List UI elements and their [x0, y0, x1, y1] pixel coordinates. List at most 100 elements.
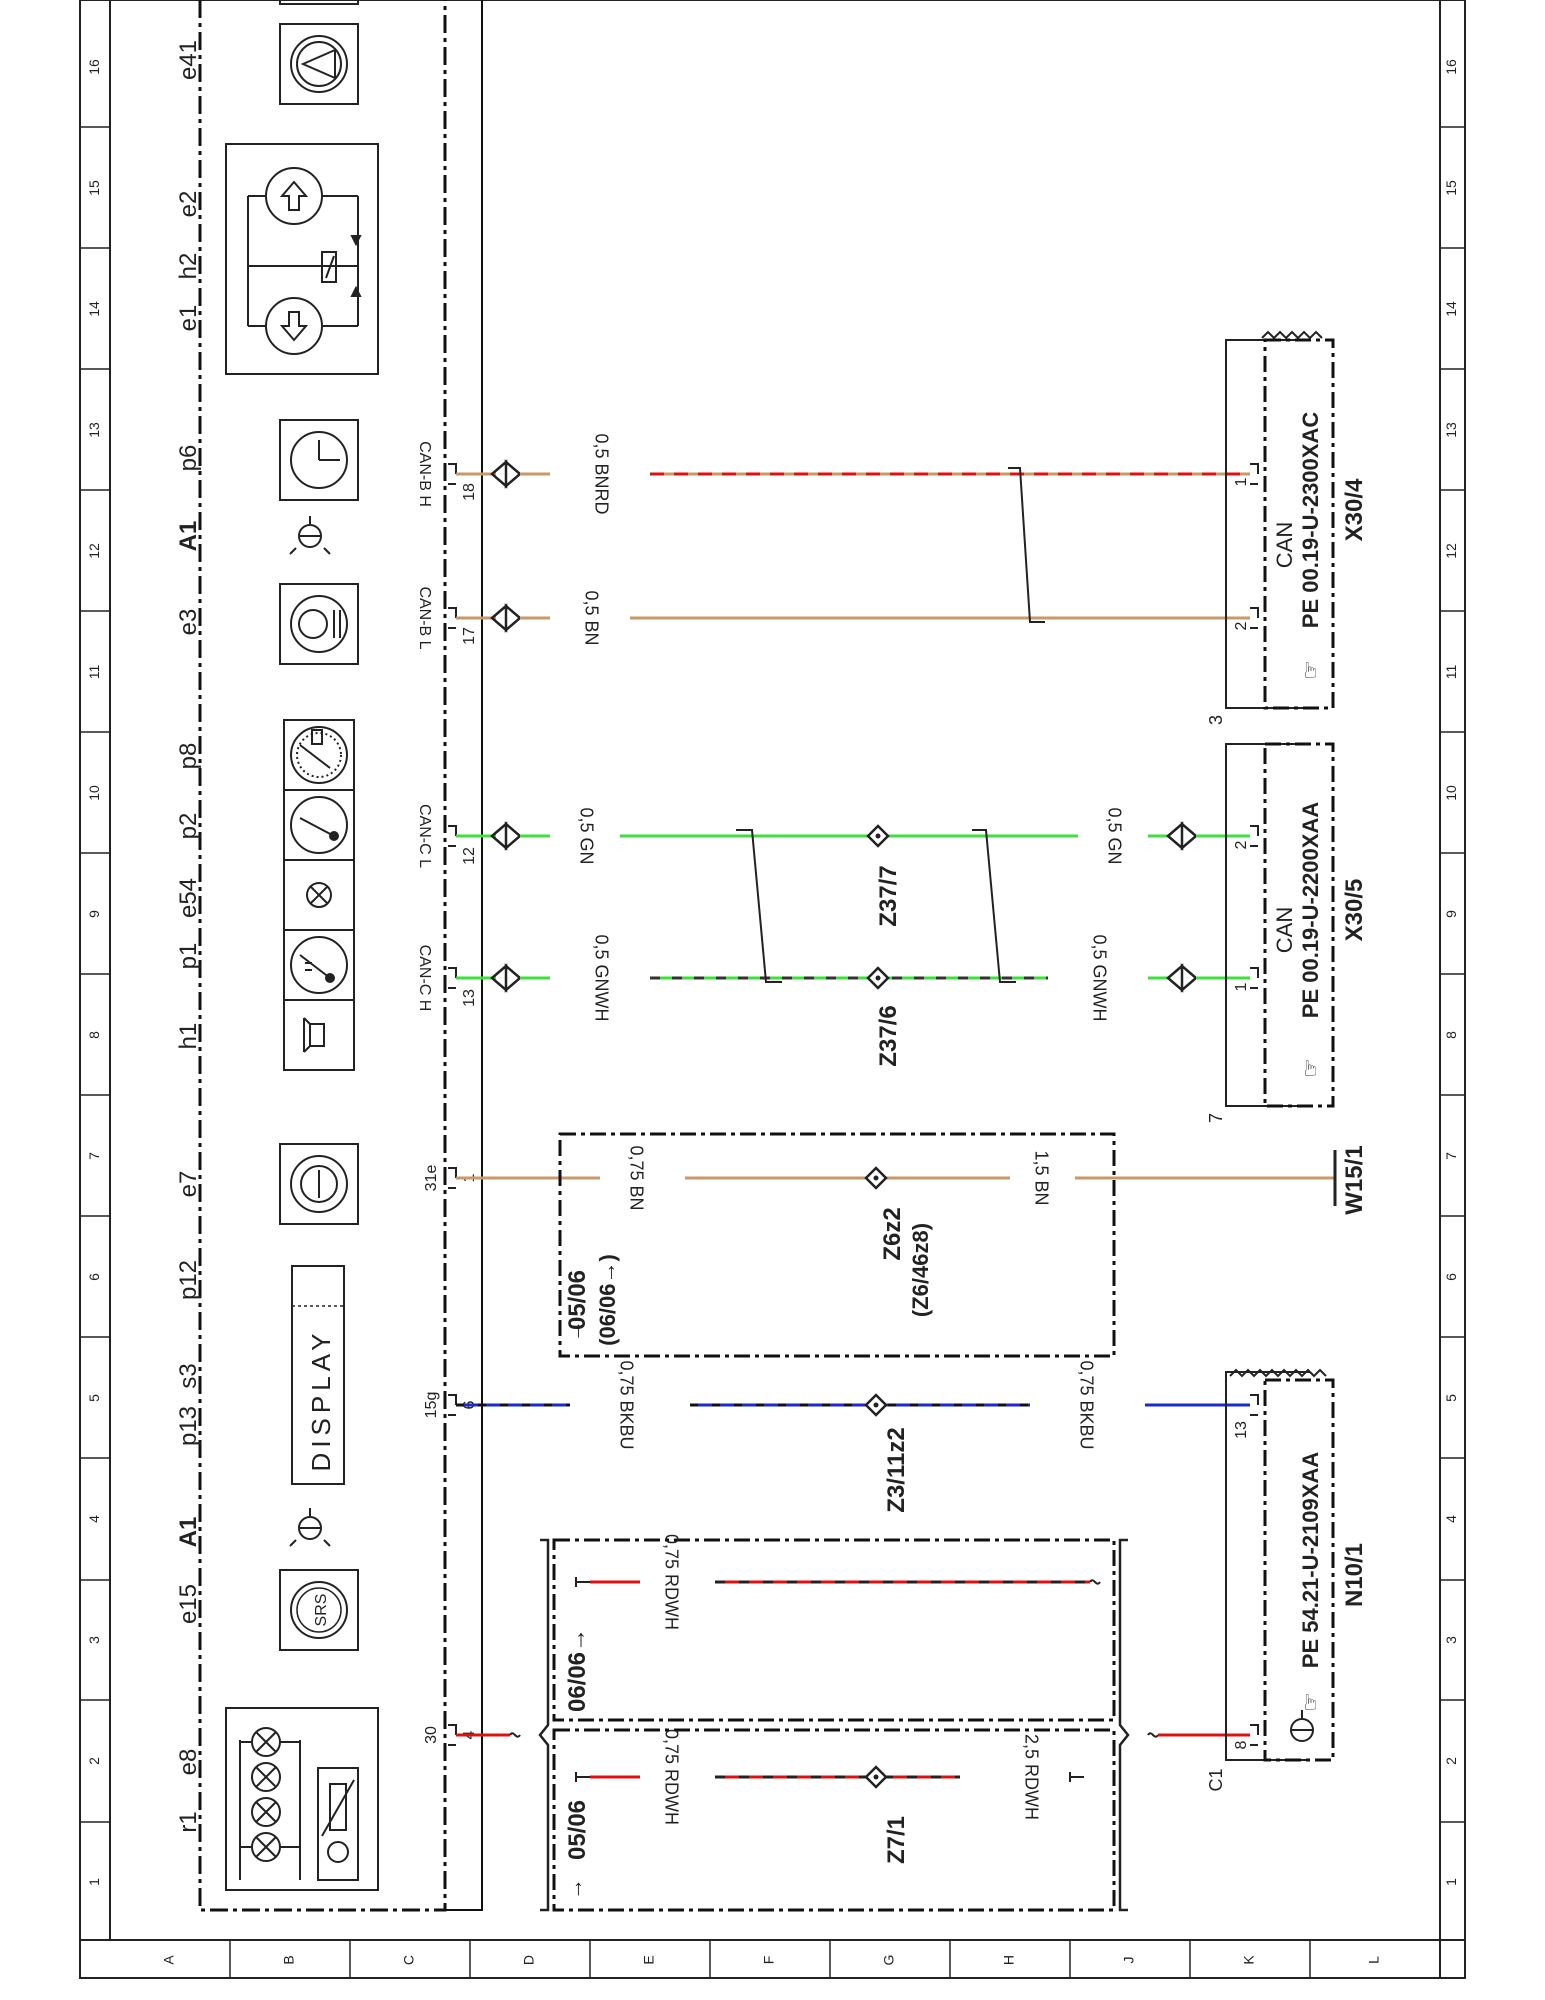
column-number: 9	[1443, 910, 1459, 918]
wire-label: 0,75 RDWH	[661, 1729, 681, 1825]
row-ticks	[229, 1940, 1311, 1978]
row-letter: D	[521, 1955, 537, 1965]
hazard-lamp-e41	[279, 23, 359, 105]
label-p13: p13	[175, 1406, 202, 1446]
row-letter: H	[1001, 1955, 1017, 1965]
bulb-icon	[251, 1727, 281, 1757]
turn-signal-group	[225, 143, 379, 375]
label-e15: e15	[175, 1584, 202, 1624]
variant-date: 05/06	[564, 1800, 591, 1860]
pin-signal-15g: 15g	[423, 1392, 440, 1419]
row-letters: A B C D E F G H J K L	[161, 1955, 1382, 1966]
control-unit-icon	[1290, 1710, 1314, 1742]
tachometer-icon	[290, 726, 348, 784]
arrow-icon: →	[562, 1878, 587, 1900]
row-letter: J	[1121, 1957, 1137, 1964]
temperature-gauge-icon	[290, 936, 348, 994]
headlamp-indicator-e3	[279, 583, 359, 665]
wire-label: 0,5 GN	[1104, 807, 1124, 864]
cluster-pins	[448, 463, 457, 1746]
wire-ground-31e: 0,75 BN 1,5 BN	[456, 1145, 1337, 1211]
row-letter: E	[641, 1955, 657, 1964]
column-number: 7	[86, 1152, 102, 1160]
twisted-pair-mark	[1008, 467, 1045, 623]
connector-x30-4: 1 2 3 CAN PE 00.19-U-2300XAC ☞ X30/4	[1206, 330, 1368, 725]
variant-date: 05/06	[564, 1270, 591, 1330]
connector-name: X30/4	[1341, 478, 1368, 541]
row-letter: B	[281, 1955, 297, 1964]
reference-label: PE 00.19-U-2300XAC	[1298, 412, 1323, 629]
pin-signal-31e: 31e	[423, 1165, 440, 1192]
sheet-frame	[79, 0, 1466, 1979]
column-number: 15	[1443, 180, 1459, 196]
splice-label-alt: (Z6/46z8)	[908, 1223, 933, 1317]
connector-plug-icon	[490, 459, 522, 489]
wire-label: 0,5 GNWH	[1089, 934, 1109, 1021]
column-number: 13	[1443, 422, 1459, 438]
pointing-hand-icon: ☞	[1298, 660, 1323, 680]
connector-side-number: C1	[1206, 1768, 1226, 1791]
pin-signal-30: 30	[423, 1726, 440, 1744]
variant-date: (06/06→)	[595, 1254, 620, 1346]
column-number: 11	[86, 665, 102, 680]
connector-plug-icon	[490, 821, 522, 851]
wire-label: 1,5 BN	[1031, 1150, 1051, 1205]
bulb-icon	[251, 1832, 281, 1862]
ground-point-w15-1: W15/1	[1341, 1145, 1368, 1214]
splice-z3-11z2: Z3/11z2	[864, 1393, 910, 1513]
pin-signal-can-c-l: CAN-C L	[416, 804, 433, 868]
column-number: 13	[86, 422, 102, 438]
label-s3: s3	[175, 1363, 202, 1388]
label-h1: h1	[175, 1023, 202, 1050]
display-text: DISPLAY	[306, 1329, 336, 1472]
arrow-up-icon	[279, 180, 309, 211]
pin-signal-can-c-h: CAN-C H	[416, 945, 433, 1012]
arrow-down-icon	[279, 311, 309, 342]
wire-can-c-l: 0,5 GN 0,5 GN	[456, 807, 1250, 865]
srs-warning-lamp-e15: SRS	[279, 1569, 359, 1651]
bulb-icon	[251, 1797, 281, 1827]
wire-label: 0,75 BKBU	[1076, 1360, 1096, 1449]
column-number: 16	[86, 59, 102, 75]
splice-z37-6: Z37/6	[866, 966, 902, 1067]
variant-date: 06/06→	[564, 1628, 591, 1712]
instrument-cluster-a1	[198, 0, 483, 1912]
column-number: 2	[86, 1757, 102, 1765]
pin-number: 1	[1233, 982, 1250, 991]
label-p6: p6	[175, 445, 202, 472]
column-numbers-right: 1 2 3 4 5 6 7 8 9 10 11 12 13 14 15 16	[1443, 59, 1459, 1886]
reference-label: PE 54.21-U-2109XAA	[1298, 1452, 1323, 1669]
label-a1-right: A1	[175, 521, 202, 552]
srs-text: SRS	[313, 1594, 330, 1627]
wire-label: 0,75 BN	[626, 1145, 646, 1210]
display-panel: DISPLAY	[291, 1265, 345, 1485]
twisted-pair-mark	[972, 829, 1016, 983]
lamp-e7-icon	[279, 1143, 359, 1225]
arrow-icon: →	[562, 1320, 587, 1342]
cluster-pin-labels: 30 4 15g 6 31e 1 CAN-C H 13 CAN-C L 12 C…	[416, 441, 478, 1744]
column-number: 3	[1443, 1636, 1459, 1644]
buzzer-icon	[303, 1017, 325, 1053]
connector-name: N10/1	[1341, 1543, 1368, 1607]
splice-z6z2: Z6z2 (Z6/46z8)	[864, 1166, 933, 1317]
pin-number: 8	[1233, 1740, 1250, 1749]
connector-x30-5: 2 1 7 CAN PE 00.19-U-2200XAA ☞ X30/5	[1206, 742, 1368, 1123]
row-letter: K	[1241, 1955, 1257, 1965]
splice-z37-7: Z37/7	[866, 824, 902, 927]
column-number: 12	[86, 543, 102, 559]
label-e2: e2	[175, 191, 202, 218]
bulb-icon	[251, 1762, 281, 1792]
connector-plug-icon	[490, 603, 522, 633]
column-number: 4	[1443, 1515, 1459, 1523]
row-letter: A	[161, 1955, 177, 1965]
twisted-pair-mark	[736, 829, 782, 983]
lamp-group-e8	[225, 1707, 379, 1891]
column-number: 7	[1443, 1152, 1459, 1160]
connector-plug-icon	[1166, 963, 1198, 993]
wire-can-b-h: 0,5 BNRD	[456, 433, 1250, 515]
control-unit-icon	[289, 516, 331, 555]
wire-label: 0,75 RDWH	[661, 1534, 681, 1630]
transistor-icon	[327, 1841, 349, 1863]
label-e41: e41	[175, 40, 202, 80]
wire-ignition-15g: 0,75 BKBU 0,75 BKBU	[456, 1360, 1250, 1450]
